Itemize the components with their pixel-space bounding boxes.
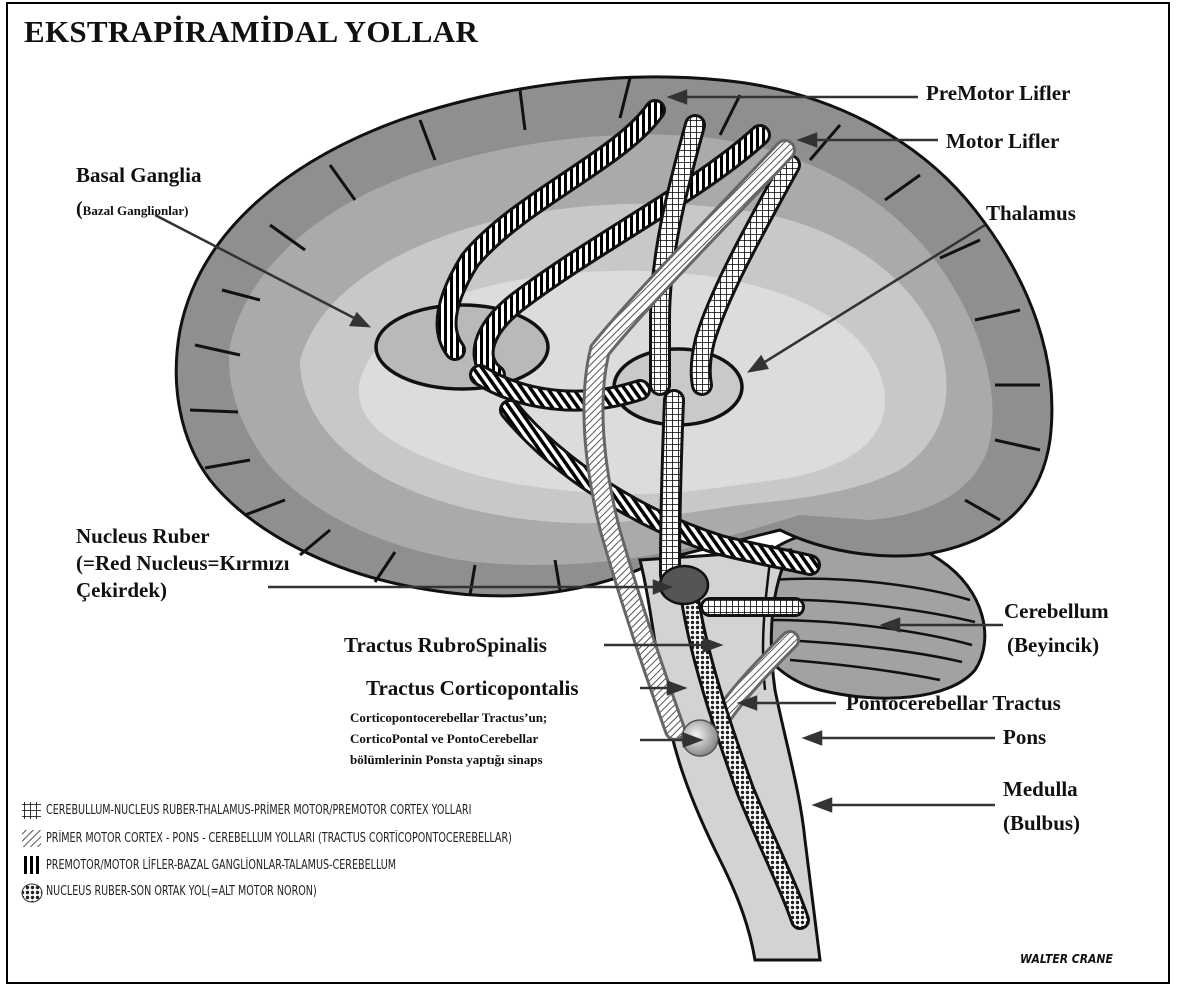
legend-diagonal-text: PRİMER MOTOR CORTEX - PONS - CEREBELLUM … bbox=[46, 831, 512, 846]
legend-dots-swatch bbox=[22, 884, 42, 902]
label-pons: Pons bbox=[1003, 724, 1046, 751]
legend-dots-text: NUCLEUS RUBER-SON ORTAK YOL(=ALT MOTOR N… bbox=[46, 884, 317, 899]
label-nucleus-ruber-3: Çekirdek) bbox=[76, 577, 167, 604]
label-synapse-2: CorticoPontal ve PontoCerebellar bbox=[350, 729, 538, 749]
label-thalamus: Thalamus bbox=[986, 200, 1076, 227]
label-premotor-fibers: PreMotor Lifler bbox=[926, 80, 1070, 107]
legend-vertical-text: PREMOTOR/MOTOR LİFLER-BAZAL GANGLİONLAR-… bbox=[46, 858, 396, 873]
label-basal-ganglia-sub: (Bazal Ganglionlar) bbox=[76, 198, 188, 221]
legend-diagonal-swatch bbox=[22, 830, 41, 847]
label-rubrospinalis: Tractus RubroSpinalis bbox=[344, 632, 547, 659]
page-title: EKSTRAPİRAMİDAL YOLLAR bbox=[24, 14, 478, 50]
label-cerebellum-2: (Beyincik) bbox=[1007, 632, 1099, 659]
legend-grid-text: CEREBULLUM-NUCLEUS RUBER-THALAMUS-PRİMER… bbox=[46, 803, 471, 818]
label-nucleus-ruber-2: (=Red Nucleus=Kırmızı bbox=[76, 550, 290, 577]
label-corticopontalis: Tractus Corticopontalis bbox=[366, 675, 579, 702]
legend-swatches bbox=[22, 802, 42, 902]
label-pontocerebellar: Pontocerebellar Tractus bbox=[846, 690, 1061, 717]
basal-paren: ( bbox=[76, 198, 83, 220]
legend-grid-swatch bbox=[22, 802, 41, 819]
label-medulla-2: (Bulbus) bbox=[1003, 810, 1080, 837]
label-nucleus-ruber-1: Nucleus Ruber bbox=[76, 523, 210, 550]
label-medulla-1: Medulla bbox=[1003, 776, 1078, 803]
artist-signature: WALTER CRANE bbox=[1020, 952, 1113, 966]
label-synapse-1: Corticopontocerebellar Tractus’un; bbox=[350, 708, 547, 728]
label-synapse-3: bölümlerinin Ponsta yaptığı sinaps bbox=[350, 750, 543, 770]
legend-vertical-swatch bbox=[22, 856, 41, 874]
basal-sub-text: Bazal Ganglionlar) bbox=[83, 203, 189, 218]
label-basal-ganglia: Basal Ganglia bbox=[76, 162, 201, 189]
label-motor-fibers: Motor Lifler bbox=[946, 128, 1059, 155]
label-cerebellum-1: Cerebellum bbox=[1004, 598, 1109, 625]
